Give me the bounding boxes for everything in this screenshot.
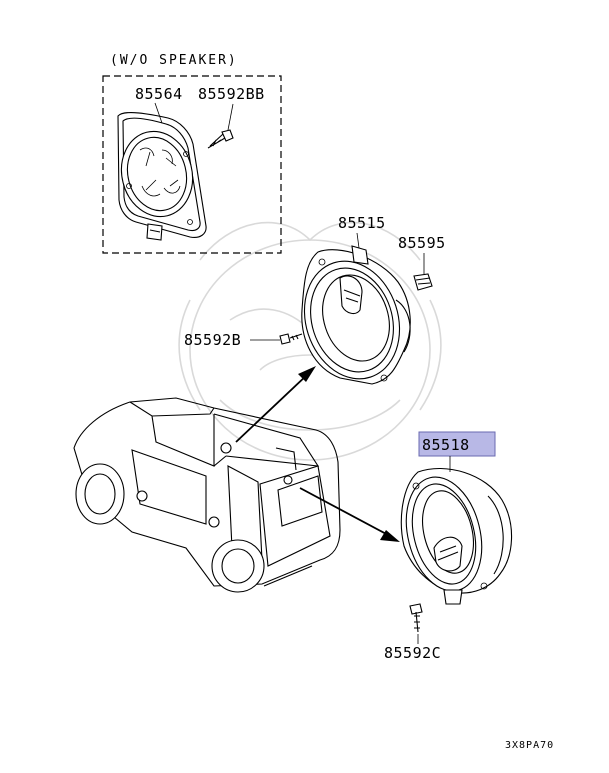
part-label-85518: 85518 [422,436,470,454]
highlight-box-85518 [418,431,496,457]
leader-85592BB [227,103,234,131]
leader-85515 [356,232,360,249]
clip-drawing [413,273,433,291]
part-label-85595: 85595 [398,234,446,252]
part-label-85515: 85515 [338,214,386,232]
rear-screw-drawing [409,603,423,633]
part-label-85592C: 85592C [384,644,441,662]
cover-screw-drawing [207,129,234,149]
part-label-85564: 85564 [135,85,183,103]
inset-dashed-box [102,75,282,254]
rear-speaker-drawing [400,468,513,605]
front-screw-drawing [279,333,303,345]
front-speaker-drawing [301,245,411,385]
without-speaker-caption: (W/O SPEAKER) [110,53,238,68]
part-label-85592BB: 85592BB [198,85,265,103]
vehicle-drawing [73,397,341,593]
leader-85564 [154,102,163,124]
speaker-cover-drawing [117,111,207,241]
part-label-85592B: 85592B [184,331,241,349]
arrow-to-rear-speaker [299,487,400,542]
diagram-id: 3X8PA70 [505,740,554,751]
arrow-to-front-speaker [235,366,316,443]
